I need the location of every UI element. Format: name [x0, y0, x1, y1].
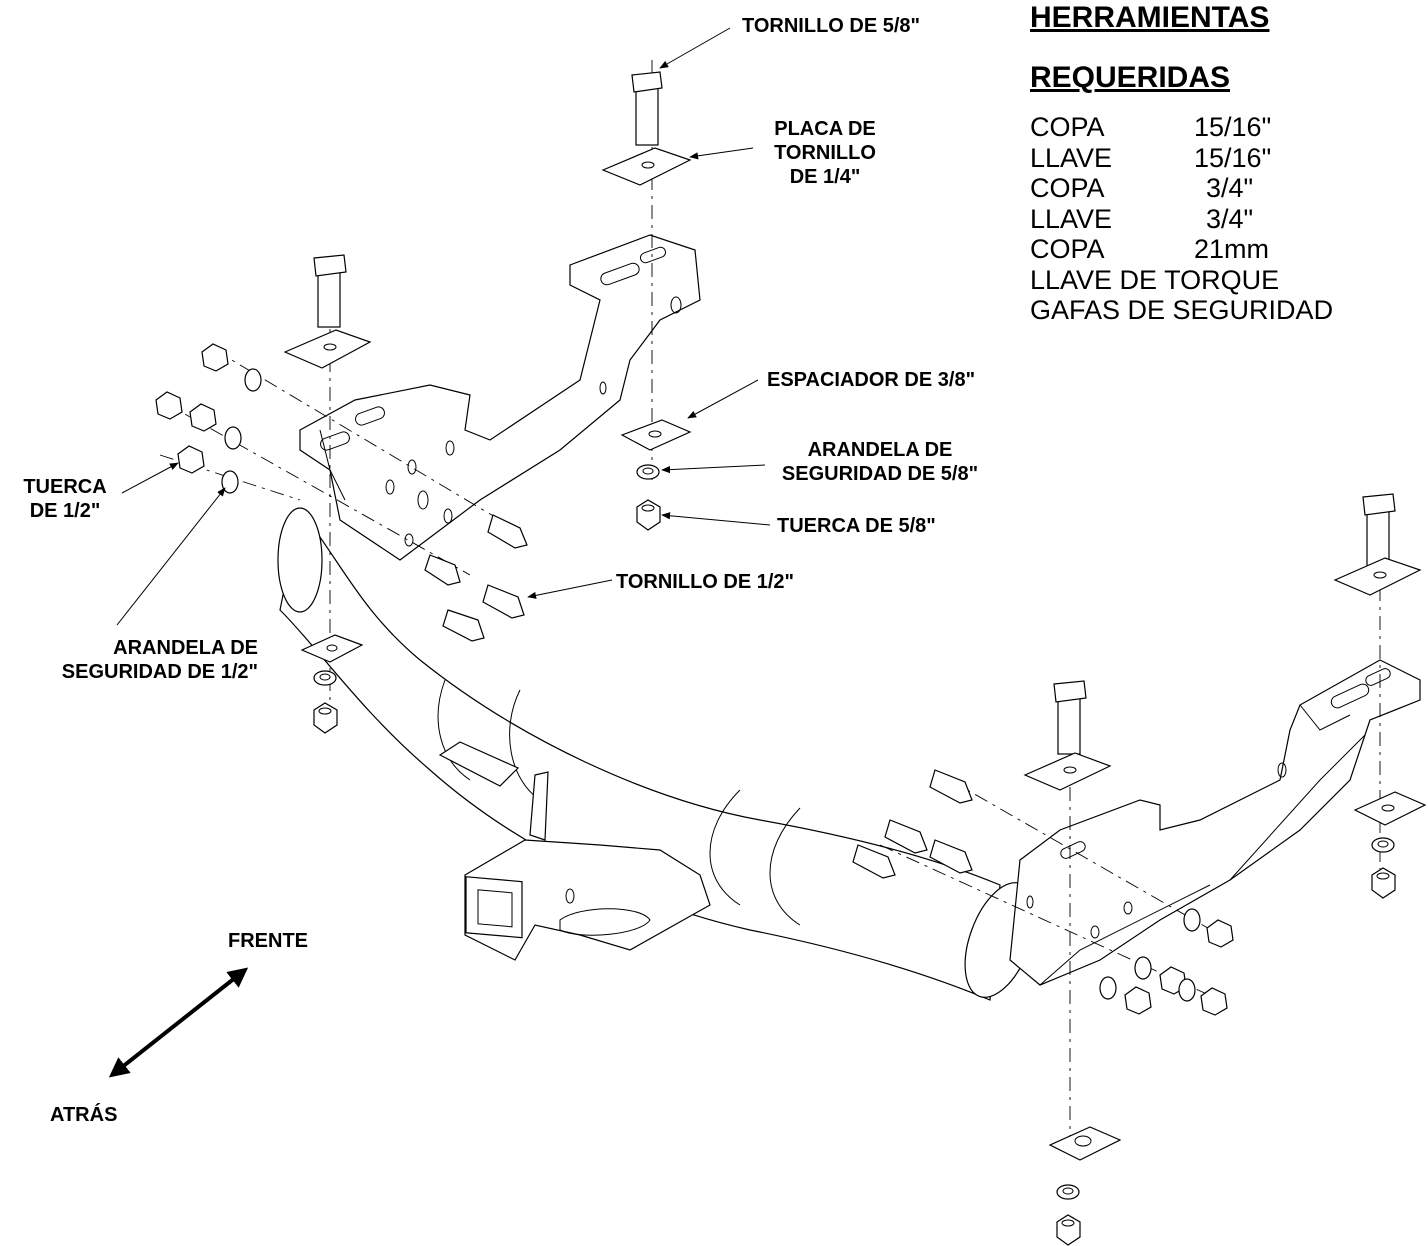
label-front: FRENTE [228, 930, 308, 952]
stack-bottom-hardware [1048, 1126, 1122, 1246]
vertical-bolt-left [283, 254, 372, 369]
half-inch-bolts-left [424, 514, 528, 642]
tool-name: COPA [1030, 234, 1105, 264]
half-inch-nuts-left [155, 343, 262, 494]
tools-list: COPA 15/16" LLAVE 15/16" COPA 3/4" LLAVE… [1030, 112, 1346, 326]
label-bolt-5-8: TORNILLO DE 5/8" [742, 15, 921, 37]
tool-name: LLAVE DE TORQUE [1030, 264, 1280, 295]
leader-lines [116, 27, 771, 626]
label-lockwasher-1-2-line2: SEGURIDAD DE 1/2" [61, 661, 258, 683]
tool-size: 3/4" [1206, 203, 1254, 234]
tool-name: LLAVE [1030, 203, 1113, 234]
label-lockwasher-1-2-line1: ARANDELA DE [113, 637, 258, 659]
stack-far-right-hardware [1353, 791, 1427, 899]
stack-left-hardware [300, 634, 364, 734]
label-lockwasher-5-8-line2: SEGURIDAD DE 5/8" [781, 463, 979, 485]
label-nut-1-2-line1: TUERCA [23, 476, 107, 498]
vertical-bolt-far-right [1333, 493, 1422, 596]
tool-name: COPA [1030, 112, 1105, 142]
label-nut-5-8: TUERCA DE 5/8" [777, 515, 936, 537]
tool-name: COPA [1030, 173, 1105, 203]
tool-size: 15/16" [1194, 142, 1272, 173]
label-bolt-plate-1-4: PLACA DE TORNILLO DE 1/4" [760, 117, 890, 189]
right-bracket [1009, 659, 1421, 986]
tool-size: 21mm [1194, 234, 1270, 264]
half-inch-hardware-right [852, 769, 1234, 1016]
left-bracket [299, 234, 701, 561]
label-bolt-plate-line1: PLACA DE [774, 118, 876, 140]
tool-row: COPA 21mm [1030, 234, 1346, 265]
tool-name: GAFAS DE SEGURIDAD [1030, 295, 1334, 325]
label-rear: ATRÁS [50, 1104, 118, 1126]
stack-top-right-hardware [620, 419, 692, 531]
tools-heading-line2: REQUERIDAS [1030, 61, 1231, 94]
label-spacer-3-8: ESPACIADOR DE 3/8" [767, 369, 976, 391]
receiver-tube [438, 741, 711, 961]
label-nut-1-2: TUERCA DE 1/2" [10, 475, 120, 523]
tool-row: GAFAS DE SEGURIDAD [1030, 295, 1346, 326]
tool-row: LLAVE 3/4" [1030, 204, 1346, 235]
label-lockwasher-5-8-line1: ARANDELA DE [807, 439, 953, 461]
tool-size: 3/4" [1206, 173, 1254, 203]
label-lockwasher-5-8: ARANDELA DE SEGURIDAD DE 5/8" [755, 438, 1005, 486]
tool-row: LLAVE 15/16" [1030, 143, 1346, 174]
vertical-bolt-middle-right [1023, 680, 1112, 791]
label-bolt-plate-line3: DE 1/4" [789, 166, 861, 188]
tool-row: COPA 15/16" [1030, 112, 1346, 143]
vertical-bolt-top [601, 71, 692, 186]
label-bolt-plate-line2: TORNILLO [774, 142, 876, 164]
tool-name: LLAVE [1030, 142, 1113, 173]
label-nut-1-2-line2: DE 1/2" [29, 500, 101, 522]
tool-row: COPA 3/4" [1030, 173, 1346, 204]
direction-arrow [108, 967, 249, 1078]
tool-row: LLAVE DE TORQUE [1030, 265, 1346, 296]
required-tools-panel: HERRAMIENTAS REQUERIDAS COPA 15/16" LLAV… [1030, 0, 1346, 326]
label-bolt-1-2: TORNILLO DE 1/2" [616, 571, 795, 593]
tool-size: 15/16" [1194, 112, 1272, 142]
label-lockwasher-1-2: ARANDELA DE SEGURIDAD DE 1/2" [20, 636, 258, 684]
tools-heading-line1: HERRAMIENTAS [1030, 1, 1270, 34]
